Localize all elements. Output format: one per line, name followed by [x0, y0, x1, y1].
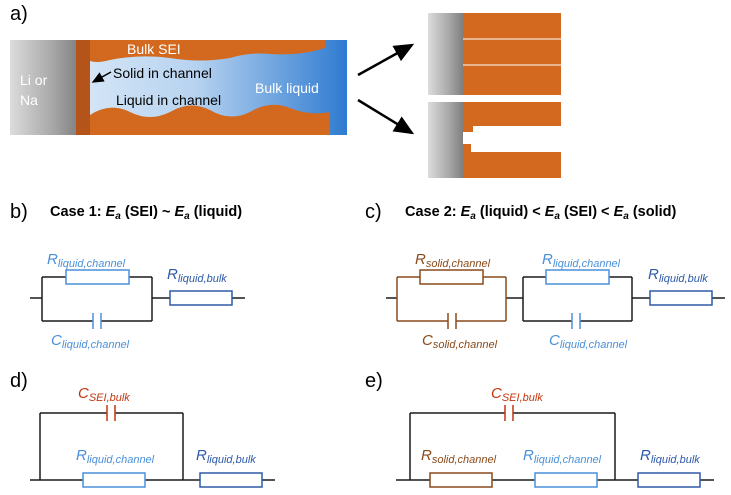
sei-block-lower — [463, 152, 561, 178]
resistor-solid-channel — [429, 472, 493, 488]
label-c-sei-bulk: CSEI,bulk — [491, 385, 543, 404]
resistor-liquid-bulk — [169, 290, 233, 306]
arrow-to-solid-channels — [357, 43, 415, 77]
electrode-label-line2: Na — [20, 92, 38, 108]
bulk-liquid-label: Bulk liquid — [255, 80, 319, 96]
solid-channel-branch — [396, 276, 507, 322]
case2-title: Case 2: Ea (liquid) < Ea (SEI) < Ea (sol… — [405, 204, 676, 222]
circuit-d — [30, 412, 275, 481]
circuit-e — [396, 412, 714, 481]
resistor-liquid-bulk — [649, 290, 713, 306]
sei-block-upper — [463, 102, 561, 126]
resistor-liquid-channel — [65, 269, 130, 285]
label-r-liquid-bulk: Rliquid,bulk — [167, 266, 227, 285]
sei-channel-schematic: Li or Na Bulk SEI Solid in channel Liqui… — [10, 40, 347, 135]
metal-electrode-bottom — [428, 102, 463, 178]
liquid-filled-channels — [428, 102, 561, 178]
bottom-sei-layer — [90, 104, 330, 135]
metal-electrode — [10, 40, 80, 135]
label-r-solid-channel: Rsolid,channel — [415, 251, 491, 270]
resistor-liquid-channel — [534, 472, 598, 488]
circuit-c — [386, 276, 725, 322]
panel-label-c: c) — [365, 201, 382, 223]
resistor-liquid-bulk — [637, 472, 701, 488]
label-r-liquid-bulk: Rliquid,bulk — [648, 266, 708, 285]
label-r-liquid-bulk: Rliquid,bulk — [640, 447, 700, 466]
panel-label-d: d) — [10, 370, 28, 392]
metal-electrode-top — [428, 13, 463, 95]
case1-title: Case 1: Ea (SEI) ~ Ea (liquid) — [50, 204, 242, 222]
electrode-label-line1: Li or — [20, 72, 48, 88]
liquid-in-channel-label: Liquid in channel — [116, 92, 221, 108]
panel-label-a: a) — [10, 3, 28, 25]
circuit-b — [30, 276, 245, 322]
resistor-liquid-channel — [545, 269, 610, 285]
solid-filled-channels — [428, 13, 561, 95]
arrow-to-liquid-channels — [357, 98, 415, 135]
label-r-liquid-channel: Rliquid,channel — [523, 447, 602, 466]
solid-channel-strip — [76, 40, 90, 135]
label-c-solid-channel: Csolid,channel — [422, 332, 498, 351]
label-r-solid-channel: Rsolid,channel — [421, 447, 497, 466]
panel-label-b: b) — [10, 201, 28, 223]
label-r-liquid-bulk: Rliquid,bulk — [196, 447, 256, 466]
label-c-sei-bulk: CSEI,bulk — [78, 385, 130, 404]
label-c-liquid-channel: Cliquid,channel — [51, 332, 130, 351]
panel-label-e: e) — [365, 370, 383, 392]
solid-in-channel-label: Solid in channel — [113, 65, 212, 81]
solid-channel-pointer — [91, 71, 112, 83]
solid-in-channel-block-2 — [463, 144, 471, 152]
resistor-liquid-bulk — [199, 472, 263, 488]
label-r-liquid-channel: Rliquid,channel — [76, 447, 155, 466]
resistor-solid-channel — [419, 269, 484, 285]
label-r-liquid-channel: Rliquid,channel — [47, 251, 126, 270]
resistor-liquid-channel — [82, 472, 146, 488]
bulk-sei-layer — [76, 40, 325, 62]
sei-block-top — [463, 13, 561, 95]
label-r-liquid-channel: Rliquid,channel — [542, 251, 621, 270]
solid-in-channel-block-1 — [463, 126, 473, 132]
bulk-sei-label: Bulk SEI — [127, 41, 181, 57]
label-c-liquid-channel: Cliquid,channel — [549, 332, 628, 351]
